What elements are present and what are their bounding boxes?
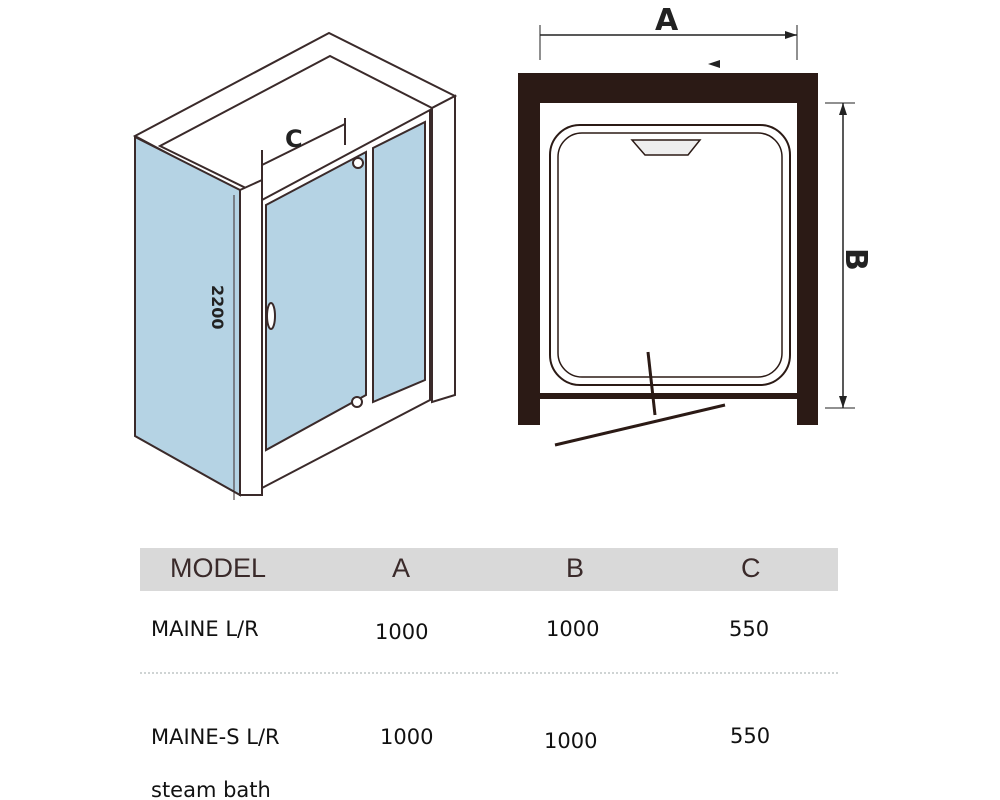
door-swing [554, 403, 726, 447]
door-glass [265, 150, 367, 452]
dimension-a-label: A [655, 3, 679, 38]
row1-a: 1000 [375, 620, 429, 644]
row2-b: 1000 [544, 729, 598, 753]
row-divider [140, 672, 838, 674]
row2-model: MAINE-S L/R [151, 725, 280, 749]
row2-note: steam bath [151, 778, 271, 800]
dimension-height-label: 2200 [208, 285, 227, 330]
row1-b: 1000 [546, 617, 600, 641]
row1-c: 550 [729, 617, 770, 641]
shower-diagrams: C 2200 A B [132, 3, 873, 500]
row2-a: 1000 [380, 725, 434, 749]
perspective-drawing [132, 31, 458, 500]
shower-tray [549, 124, 791, 386]
fixed-glass [372, 120, 426, 404]
header-b: B [566, 553, 585, 583]
header-a: A [392, 553, 411, 583]
table-header [140, 548, 838, 591]
header-model: MODEL [170, 553, 267, 583]
door-handle [266, 302, 276, 330]
header-c: C [741, 553, 761, 583]
drain-icon [630, 139, 702, 156]
dimension-b-label: B [838, 248, 873, 271]
dimension-c-label: C [285, 125, 303, 153]
row2-c: 550 [730, 724, 771, 748]
plan-drawing [518, 25, 855, 447]
row1-model: MAINE L/R [151, 617, 259, 641]
